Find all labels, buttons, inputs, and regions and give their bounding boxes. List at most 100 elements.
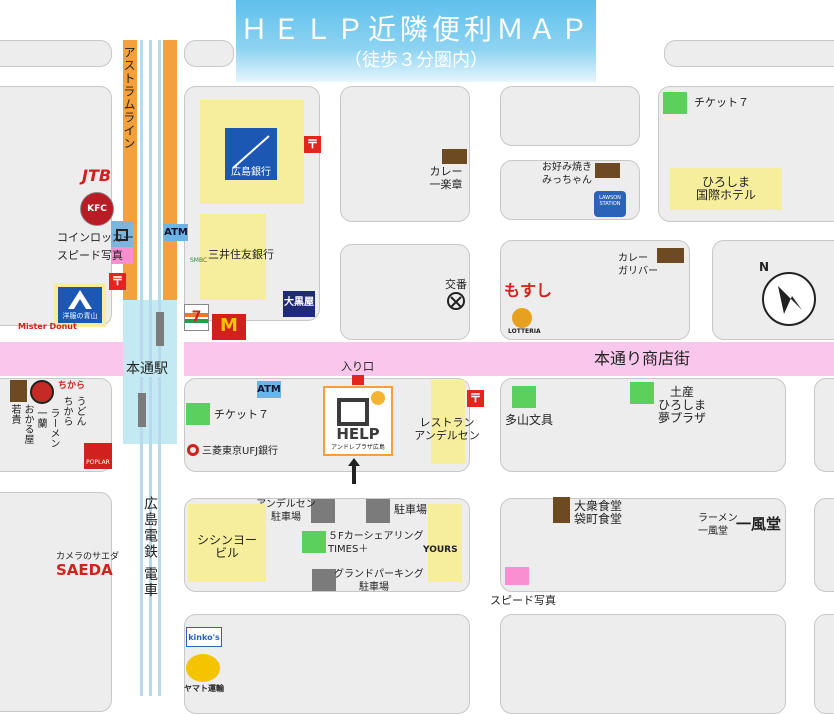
- carshare-marker: [302, 531, 326, 553]
- grand-parking-label: グランドパーキング 駐車場: [334, 569, 424, 593]
- platform-mark-2: [138, 393, 146, 427]
- saeda-caption: カメラのサエダ: [56, 552, 120, 562]
- ippudo-logo: 一風堂: [736, 515, 782, 533]
- lotteria-logo: [512, 308, 532, 328]
- post-icon-mid: 〒: [467, 390, 484, 407]
- mcdonalds-label: M: [220, 315, 238, 336]
- lawson-label: LAWSON STATION: [599, 195, 621, 207]
- help-box: [323, 386, 393, 456]
- north-label: N: [759, 260, 770, 274]
- shokudo-label: 大衆食堂 袋町食堂: [574, 499, 623, 526]
- shinshoyo-building: [188, 504, 266, 582]
- hiroshima-bank-logo: [225, 128, 277, 180]
- smbc-label: 三井住友銀行: [208, 248, 274, 261]
- ippudo-label: ラーメン 一風堂: [698, 513, 738, 537]
- ichirakusho-marker: [442, 149, 467, 164]
- page-subtitle: （徒歩３分圏内）: [344, 50, 488, 71]
- mcdonalds-logo: [212, 314, 246, 340]
- block-koban: [340, 244, 470, 340]
- seven-eleven-logo: [184, 304, 209, 331]
- kokusai-building: [670, 168, 782, 210]
- ticket7-bottom-marker: [186, 403, 210, 425]
- help-sub-label: アンドレプラザ広島: [331, 444, 385, 451]
- compass-icon: [762, 272, 816, 326]
- ticket7-top-marker: [663, 92, 687, 114]
- hiroshima-bank-label: 広島銀行: [231, 167, 271, 178]
- chikara-label: うどん ちから: [61, 396, 85, 426]
- shokudo-marker: [553, 497, 570, 523]
- post-icon-left: 〒: [109, 273, 126, 290]
- yamato-label: ヤマト運輸: [184, 684, 224, 693]
- hiroden-label: 広島電鉄 電車: [142, 496, 158, 599]
- tayama-marker: [512, 386, 536, 408]
- entrance-label: 入り口: [341, 360, 374, 373]
- ichiran-logo: [30, 380, 54, 404]
- astram-line-right: [163, 40, 177, 300]
- micchan-marker: [595, 163, 620, 178]
- title-banner: [236, 0, 596, 82]
- andersen-building: [431, 380, 465, 464]
- block-right-edge-2: [814, 498, 834, 592]
- parking-marker: [366, 499, 390, 523]
- andersen-parking-marker: [311, 499, 335, 523]
- parking-label: 駐車場: [394, 503, 427, 516]
- block-saeda: [0, 492, 112, 712]
- grand-parking-marker: [312, 569, 336, 591]
- speed-photo-icon-right: [505, 567, 529, 585]
- ticket7-top-label: チケット７: [694, 96, 749, 109]
- coin-locker-label: コインロッカー: [57, 231, 134, 244]
- shinshoyo-label: シシンヨー ビル: [196, 533, 257, 560]
- yume-plaza-marker: [630, 382, 654, 404]
- kinkos-logo: [186, 627, 222, 647]
- saeda-logo: SAEDA: [56, 561, 113, 579]
- mosushi-logo: もすし: [504, 281, 553, 300]
- ichirakusho-label: カレー 一楽章: [429, 165, 463, 191]
- block-top-left: [0, 40, 112, 67]
- yamato-logo: [186, 654, 220, 682]
- kokusai-label: ひろしま 国際ホテル: [695, 175, 756, 202]
- block-upper-center-right: [500, 86, 640, 146]
- mufg-logo: [187, 444, 199, 456]
- smbc-logo: SMBC: [190, 257, 208, 264]
- ticket7-bottom-label: チケット７: [214, 408, 269, 421]
- page-title: ＨＥＬＰ近隣便利ＭＡＰ: [239, 13, 592, 46]
- block-shokudo: [500, 498, 786, 592]
- kfc-label: KFC: [87, 204, 107, 214]
- hondori-street: [0, 342, 123, 376]
- block-top-mid-left: [184, 40, 234, 67]
- ichiran-label: ラーメン 一蘭: [35, 408, 59, 448]
- help-label: HELP: [336, 425, 380, 443]
- tayama-label: 多山文具: [505, 413, 554, 427]
- block-top-right: [664, 40, 834, 67]
- yours-label: YOURS: [423, 545, 458, 555]
- block-bottom-right: [500, 614, 786, 714]
- daikokuya-label: 大黒屋: [284, 297, 314, 308]
- lotteria-label: LOTTERIA: [508, 328, 541, 335]
- koban-label: 交番: [445, 278, 467, 291]
- andersen-label: レストラン アンデルセン: [414, 416, 480, 442]
- lawson-logo: [594, 191, 626, 217]
- aoyama-label: 洋服の青山: [62, 312, 98, 320]
- gariba-marker: [657, 248, 684, 263]
- speed-photo-icon-left: [111, 247, 133, 264]
- koban-icon: [447, 292, 465, 310]
- okaruya-marker: [10, 380, 27, 402]
- entrance-arrow: [352, 374, 364, 388]
- gariba-label: カレー ガリバー: [618, 253, 658, 277]
- atm-icon-help: ATM: [257, 381, 281, 398]
- okaruya-label: おかる屋 若貴: [9, 404, 33, 444]
- jtb-logo: JTB: [82, 166, 112, 185]
- carshare-label: ５Fカーシェアリング TIMES＋: [328, 531, 424, 555]
- kfc-logo: [80, 192, 114, 226]
- poplar-logo: [84, 443, 112, 469]
- chikara-logo: ちから: [58, 381, 86, 391]
- yours-building: [428, 504, 462, 582]
- misterdonut-logo: Mister Donut: [18, 322, 77, 331]
- entrance-arrow-bottom: [347, 458, 361, 484]
- shopping-street-label: 本通り商店街: [594, 349, 691, 368]
- coin-locker-icon: [111, 221, 133, 247]
- daikokuya-logo: [283, 291, 315, 317]
- kinkos-label: kinko's: [188, 633, 220, 642]
- hondori-street-right: [184, 342, 834, 376]
- help-logo-square: [337, 398, 369, 426]
